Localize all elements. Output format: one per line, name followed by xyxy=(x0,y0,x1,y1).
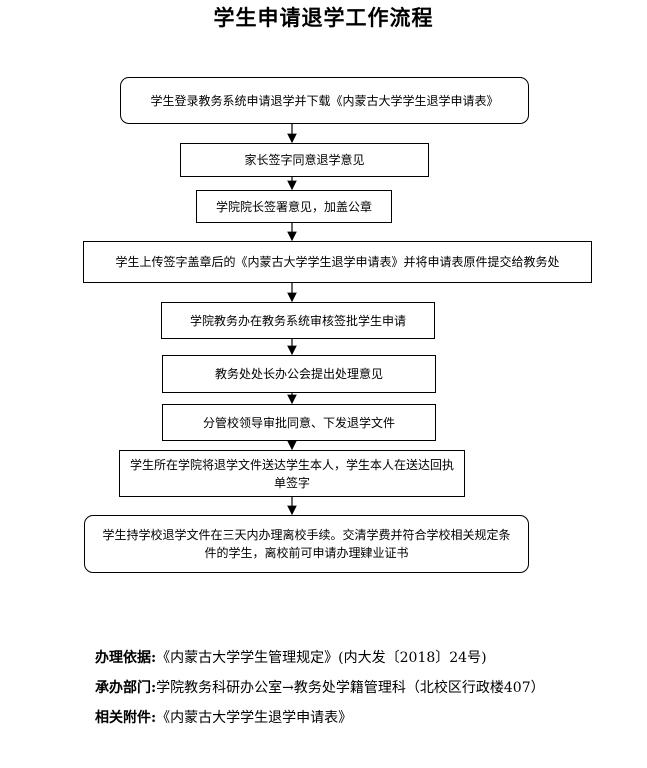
flow-step-5: 学院教务办在教务系统审核签批学生申请 xyxy=(161,302,435,339)
flow-step-7: 分管校领导审批同意、下发退学文件 xyxy=(162,404,436,441)
flow-step-4: 学生上传签字盖章后的《内蒙古大学学生退学申请表》并将申请表原件提交给教务处 xyxy=(83,241,592,283)
flow-step-1-text: 学生登录教务系统申请退学并下载《内蒙古大学学生退学申请表》 xyxy=(150,93,499,108)
flow-step-7-text: 分管校领导审批同意、下发退学文件 xyxy=(202,415,395,430)
info-basis-value: 《内蒙古大学学生管理规定》(内大发〔2018〕24号) xyxy=(156,650,487,666)
flow-step-6: 教务处处长办公会提出处理意见 xyxy=(162,355,436,393)
info-basis: 办理依据:《内蒙古大学学生管理规定》(内大发〔2018〕24号) xyxy=(95,647,487,667)
info-attachment-label: 相关附件: xyxy=(95,710,157,726)
flow-step-8-text: 学生所在学院将退学文件送达学生本人，学生本人在送达回执单签字 xyxy=(130,457,455,490)
flow-step-6-text: 教务处处长办公会提出处理意见 xyxy=(214,367,383,381)
info-department-value: 学院教务科研办公室→教务处学籍管理科（北校区行政楼407） xyxy=(156,680,545,696)
info-attachment-value: 《内蒙古大学学生退学申请表》 xyxy=(156,710,353,726)
flow-step-5-text: 学院教务办在教务系统审核签批学生申请 xyxy=(189,313,406,328)
flow-step-3-text: 学院院长签署意见，加盖公章 xyxy=(215,199,372,214)
flow-step-9: 学生持学校退学文件在三天内办理离校手续。交清学费并符合学校相关规定条件的学生，离… xyxy=(84,515,529,573)
flow-step-9-text: 学生持学校退学文件在三天内办理离校手续。交清学费并符合学校相关规定条件的学生，离… xyxy=(102,528,511,560)
info-department: 承办部门:学院教务科研办公室→教务处学籍管理科（北校区行政楼407） xyxy=(95,677,545,697)
flow-step-4-text: 学生上传签字盖章后的《内蒙古大学学生退学申请表》并将申请表原件提交给教务处 xyxy=(115,255,560,269)
flow-step-8: 学生所在学院将退学文件送达学生本人，学生本人在送达回执单签字 xyxy=(119,450,465,497)
flow-step-3: 学院院长签署意见，加盖公章 xyxy=(196,190,392,223)
flow-step-1: 学生登录教务系统申请退学并下载《内蒙古大学学生退学申请表》 xyxy=(120,77,529,124)
flow-step-2-text: 家长签字同意退学意见 xyxy=(244,153,365,167)
flow-step-2: 家长签字同意退学意见 xyxy=(180,143,429,177)
page-title: 学生申请退学工作流程 xyxy=(213,6,434,30)
info-basis-label: 办理依据: xyxy=(95,650,157,666)
info-attachment: 相关附件:《内蒙古大学学生退学申请表》 xyxy=(95,707,352,727)
info-department-label: 承办部门: xyxy=(95,680,157,696)
